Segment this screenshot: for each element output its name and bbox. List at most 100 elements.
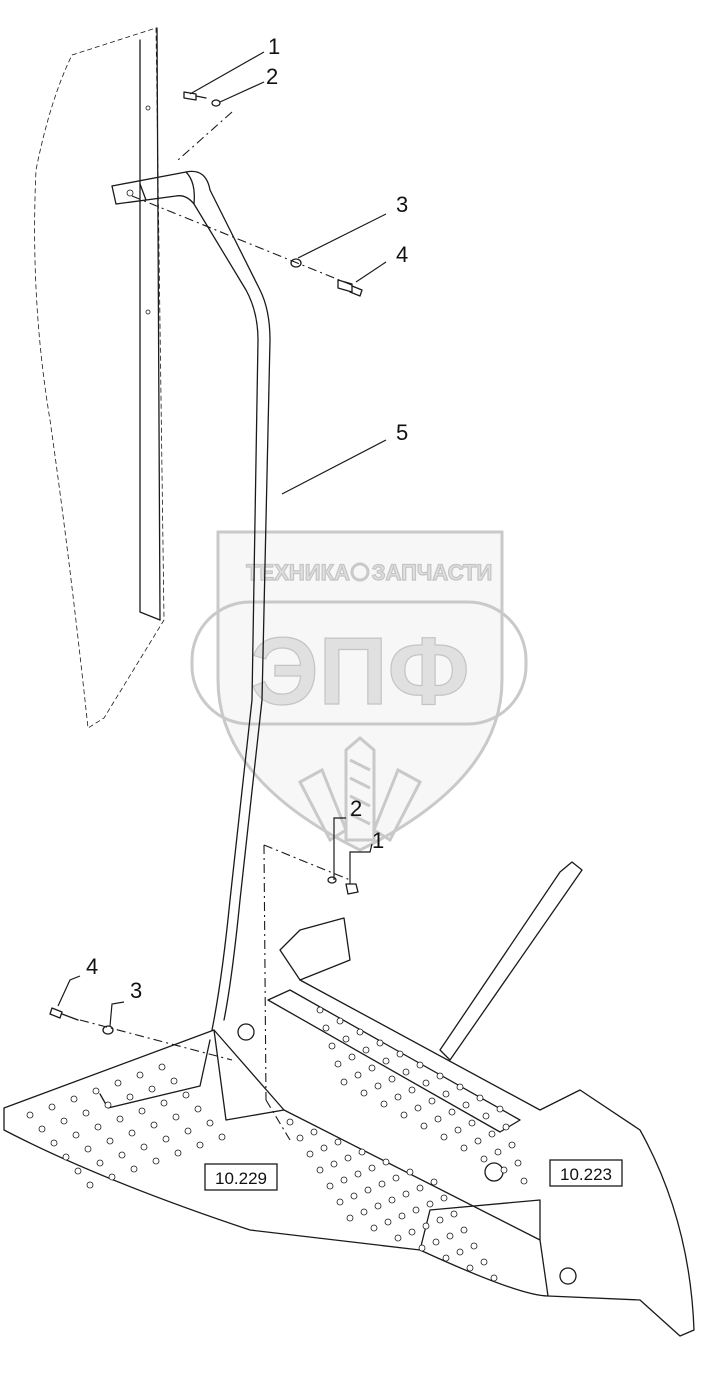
tread-hole [94,1123,102,1131]
tread-hole [430,1178,438,1186]
axis-line-top [131,195,355,287]
tread-hole [218,1133,226,1141]
tread-hole [476,1094,484,1102]
tread-hole [336,1198,344,1206]
tread-hole [38,1125,46,1133]
tread-hole [114,1079,122,1087]
tread-hole [92,1087,100,1095]
tread-hole [412,1206,420,1214]
tread-hole [170,1077,178,1085]
tread-hole [60,1117,68,1125]
callout-4-bottom: 4 [86,954,98,979]
tread-hole [466,1264,474,1272]
tread-hole [334,1138,342,1146]
tread-hole [480,1258,488,1266]
tread-hole [376,1039,384,1047]
tread-hole [316,1166,324,1174]
callout-1-top: 1 [268,34,280,59]
reference-box-right[interactable]: 10.223 [549,1159,623,1187]
tread-hole [334,1060,342,1068]
tread-hole [416,1061,424,1069]
tread-hole [480,1155,488,1163]
tread-hole [160,1099,168,1107]
tread-hole [328,1042,336,1050]
tread-hole [402,1190,410,1198]
tread-hole [394,1093,402,1101]
reference-box-left[interactable]: 10.229 [204,1163,278,1191]
tread-hole [62,1153,70,1161]
tread-hole [462,1101,470,1109]
tread-hole [396,1050,404,1058]
tread-hole [346,1214,354,1222]
mid-fasteners [263,844,359,1101]
watermark-big-text: ЭПФ [250,618,469,725]
tread-hole [436,1072,444,1080]
tread-hole [136,1071,144,1079]
tread-hole [72,1131,80,1139]
reference-label-left: 10.229 [215,1169,267,1188]
tread-hole [326,1182,334,1190]
tread-hole [50,1139,58,1147]
tread-hole [96,1159,104,1167]
tread-hole [442,1254,450,1262]
callout-2-top: 2 [266,64,278,89]
tread-hole [440,1194,448,1202]
tread-hole [400,1111,408,1119]
platform-assembly [3,861,695,1337]
tread-hole [370,1224,378,1232]
callout-1-mid: 1 [372,828,384,853]
tread-hole [496,1105,504,1113]
tread-hole [420,1122,428,1130]
tread-hole [402,1068,410,1076]
top-fasteners [177,91,233,161]
tread-hole [454,1126,462,1134]
tread-hole [320,1144,328,1152]
tread-hole [374,1202,382,1210]
callout-4-top: 4 [396,242,408,267]
tread-hole [130,1165,138,1173]
tread-hole [118,1151,126,1159]
tread-hole [348,1053,356,1061]
tread-hole [330,1160,338,1168]
tread-hole [500,1166,508,1174]
tread-hole [316,1006,324,1014]
tread-hole [470,1242,478,1250]
tread-hole [426,1200,434,1208]
tread-hole [450,1210,458,1218]
tread-hole [48,1103,56,1111]
tread-hole [364,1186,372,1194]
washer-3-top [290,258,302,268]
tread-hole [392,1174,400,1182]
tread-hole [428,1097,436,1105]
tread-hole [382,1057,390,1065]
tread-hole [360,1089,368,1097]
tread-hole [340,1078,348,1086]
tread-hole [362,1046,370,1054]
tread-hole [482,1112,490,1120]
tread-hole [388,1196,396,1204]
tread-hole [116,1115,124,1123]
tread-hole [502,1123,510,1131]
tread-hole [436,1216,444,1224]
tread-hole [460,1226,468,1234]
tread-hole [488,1130,496,1138]
tread-hole [306,1150,314,1158]
tread-hole [70,1095,78,1103]
tread-hole [460,1144,468,1152]
tread-hole [494,1148,502,1156]
tread-hole [508,1141,516,1149]
tread-hole [126,1093,134,1101]
tread-hole [422,1079,430,1087]
tread-hole [520,1177,528,1185]
tread-hole [84,1145,92,1153]
tread-hole [150,1121,158,1129]
tread-hole [394,1234,402,1242]
tread-hole [194,1105,202,1113]
tread-hole [158,1063,166,1071]
tread-hole [354,1170,362,1178]
tread-hole [440,1133,448,1141]
tread-hole [368,1164,376,1172]
tread-hole [382,1158,390,1166]
